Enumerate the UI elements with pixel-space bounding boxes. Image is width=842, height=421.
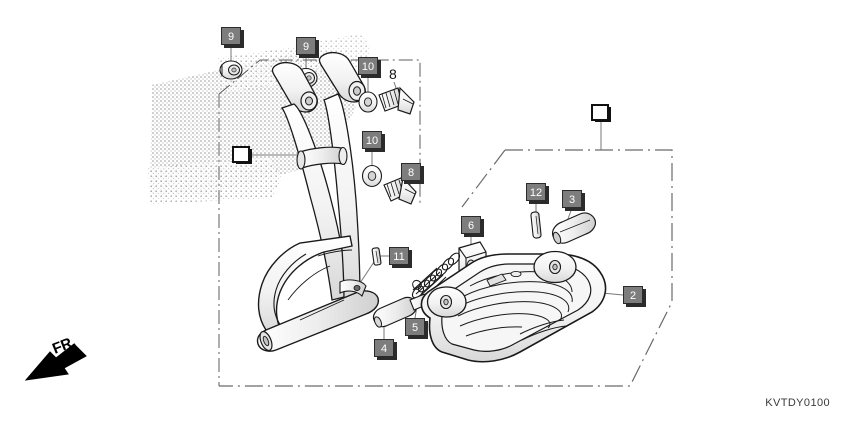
callout-10-lower[interactable]: 10 xyxy=(362,131,382,149)
part-2-floorboard xyxy=(420,250,607,363)
part-3-collar xyxy=(551,212,597,245)
callout-8-upper[interactable]: 8 xyxy=(389,66,397,82)
callout-8-lower[interactable]: 8 xyxy=(401,163,421,181)
callout-9-upper-right[interactable]: 9 xyxy=(296,37,316,55)
fr-direction-arrow xyxy=(24,343,87,381)
callout-9-upper-left[interactable]: 9 xyxy=(221,27,241,45)
part-12-split-pin xyxy=(530,211,542,239)
callout-12[interactable]: 12 xyxy=(526,183,546,201)
part-9-bush-left xyxy=(219,60,243,80)
callout-2[interactable]: 2 xyxy=(623,286,643,304)
reference-box-right[interactable] xyxy=(591,104,609,121)
part-10-washer-upper xyxy=(358,91,378,113)
part-11-split-pin xyxy=(371,247,382,266)
callout-6[interactable]: 6 xyxy=(461,216,481,234)
callout-11[interactable]: 11 xyxy=(389,247,409,265)
callout-10-upper[interactable]: 10 xyxy=(358,57,378,75)
part-8-bolt-upper xyxy=(378,86,415,115)
callout-3[interactable]: 3 xyxy=(562,190,582,208)
diagram-code: KVTDY0100 xyxy=(765,397,830,409)
group-boundary-right xyxy=(219,149,673,387)
callout-5[interactable]: 5 xyxy=(405,318,425,336)
part-10-washer-lower xyxy=(361,164,383,188)
reference-box-left[interactable] xyxy=(232,146,250,163)
main-bracket-assembly xyxy=(256,51,380,352)
part-8-bolt-lower xyxy=(383,176,417,205)
callout-4[interactable]: 4 xyxy=(374,339,394,357)
